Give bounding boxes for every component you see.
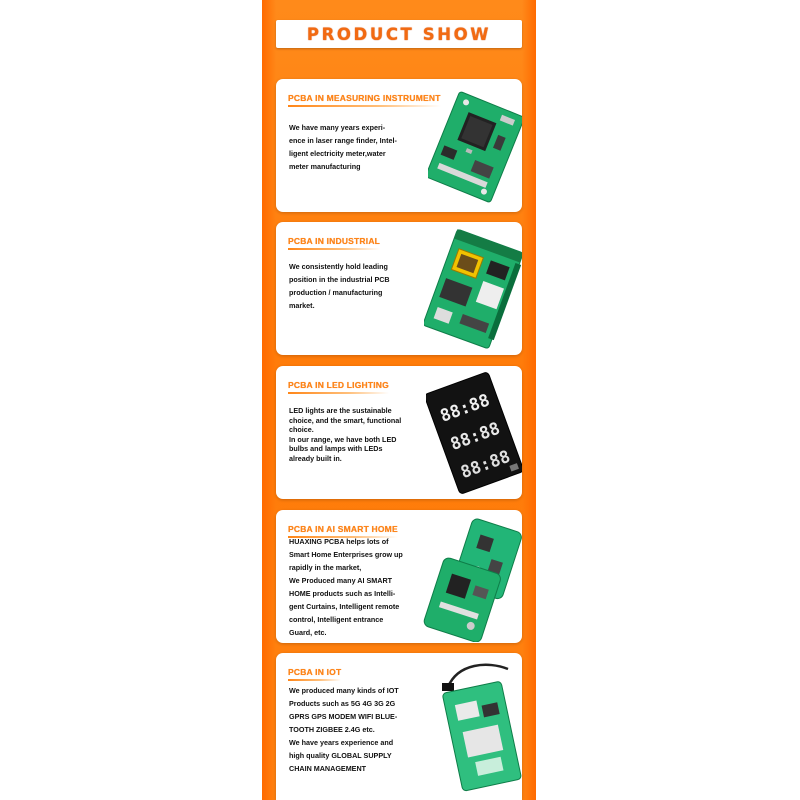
card-measuring-instrument: PCBA IN MEASURING INSTRUMENT We have man…	[276, 79, 522, 212]
iot-module-board-icon	[442, 663, 522, 792]
card-description: HUAXING PCBA helps lots of Smart Home En…	[289, 537, 403, 637]
card-title: PCBA IN IOT	[288, 667, 341, 681]
smart-home-boards-icon	[423, 518, 522, 642]
card-title: PCBA IN AI SMART HOME	[288, 524, 398, 538]
led-display-board-icon: 88:88 88:88 88:88	[426, 372, 522, 494]
card-title: PCBA IN MEASURING INSTRUMENT	[288, 93, 441, 107]
card-description: We produced many kinds of IOT Products s…	[289, 686, 399, 773]
card-description: LED lights are the sustainable choice, a…	[289, 406, 402, 463]
card-title: PCBA IN LED LIGHTING	[288, 380, 389, 394]
pcb-measuring-board-icon	[428, 91, 522, 203]
card-led-lighting: PCBA IN LED LIGHTING LED lights are the …	[276, 366, 522, 499]
card-industrial: PCBA IN INDUSTRIAL We consistently hold …	[276, 222, 522, 355]
product-show-banner: PRODUCT SHOW	[276, 20, 522, 48]
pcb-industrial-board-icon	[424, 229, 522, 349]
card-title: PCBA IN INDUSTRIAL	[288, 236, 380, 250]
product-show-strip: PRODUCT SHOW PCBA IN MEASURING INSTRUMEN…	[262, 0, 536, 800]
card-ai-smart-home: PCBA IN AI SMART HOME HUAXING PCBA helps…	[276, 510, 522, 643]
card-iot: PCBA IN IOT We produced many kinds of IO…	[276, 653, 522, 800]
card-description: We have many years experi- ence in laser…	[289, 123, 397, 171]
banner-title: PRODUCT SHOW	[306, 24, 492, 44]
card-description: We consistently hold leading position in…	[289, 262, 390, 310]
